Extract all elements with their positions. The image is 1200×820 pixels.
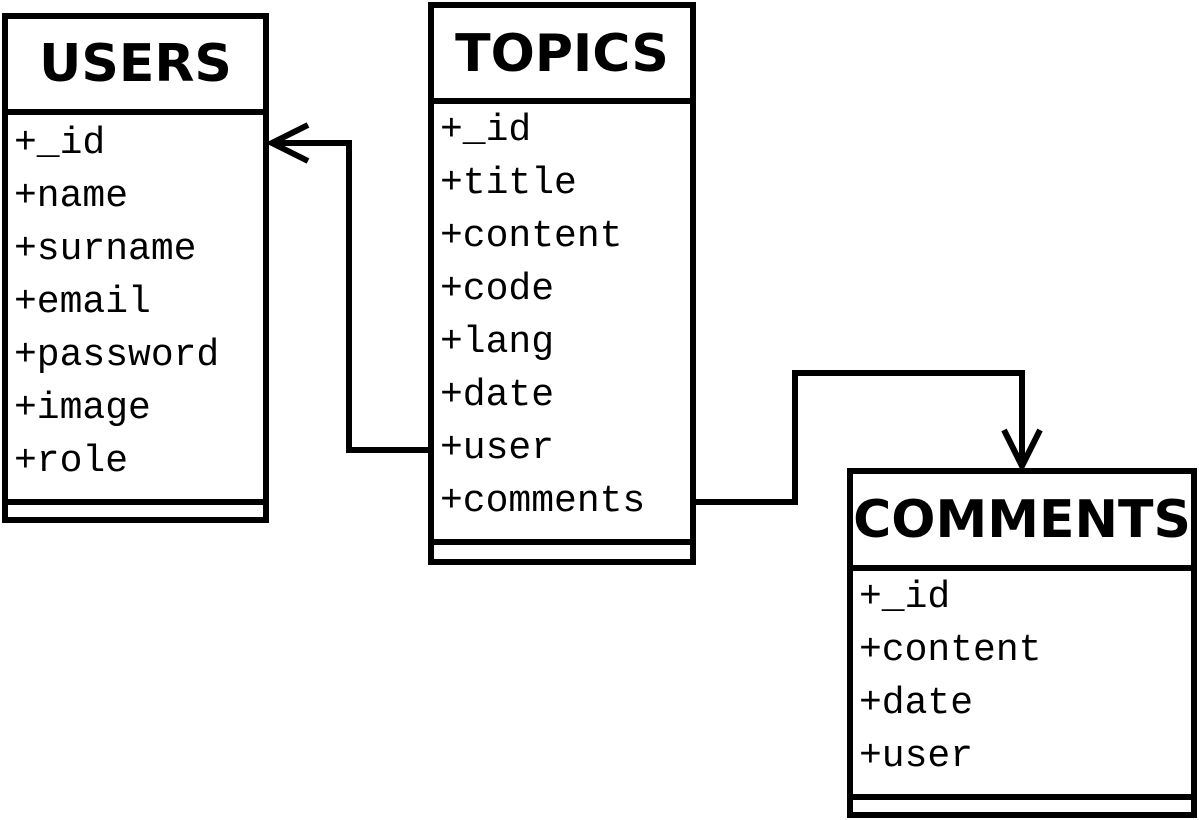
topics-user-to-users-line	[272, 140, 428, 453]
topics-user-to-users-connector	[265, 122, 428, 453]
comments-field-user: +user	[859, 735, 974, 778]
comments-fields: +_id +content +date +user	[853, 571, 1191, 800]
users-title: USERS	[8, 19, 263, 115]
topics-title: TOPICS	[434, 8, 690, 104]
topics-field-code: +code	[440, 268, 555, 311]
comments-arrowhead-icon	[1001, 428, 1043, 473]
comments-title: COMMENTS	[853, 474, 1191, 571]
users-arrowhead-icon	[265, 122, 310, 164]
comments-field-id: +_id	[859, 576, 951, 619]
users-field-id: +_id	[14, 122, 106, 165]
topics-comments-to-comments-line	[696, 370, 1025, 505]
users-field-surname: +surname	[14, 228, 197, 271]
users-fields: +_id +name +surname +email +password +im…	[8, 115, 263, 505]
users-field-password: +password	[14, 334, 220, 377]
comments-field-date: +date	[859, 682, 974, 725]
users-field-email: +email	[14, 281, 151, 324]
comments-field-content: +content	[859, 629, 1042, 672]
topics-field-comments: +comments	[440, 480, 646, 523]
topics-comments-to-comments-connector	[696, 370, 1043, 505]
topics-field-date: +date	[440, 374, 555, 417]
topics-entity: TOPICS +_id +title +content +code +lang …	[428, 2, 696, 565]
topics-field-content: +content	[440, 215, 623, 258]
topics-field-title: +title	[440, 162, 577, 205]
users-entity: USERS +_id +name +surname +email +passwo…	[2, 13, 269, 523]
topics-field-user: +user	[440, 427, 555, 470]
topics-field-id: +_id	[440, 109, 532, 152]
topics-field-lang: +lang	[440, 321, 555, 364]
topics-fields: +_id +title +content +code +lang +date +…	[434, 104, 690, 545]
users-field-role: +role	[14, 440, 129, 483]
users-field-name: +name	[14, 175, 129, 218]
users-field-image: +image	[14, 387, 151, 430]
